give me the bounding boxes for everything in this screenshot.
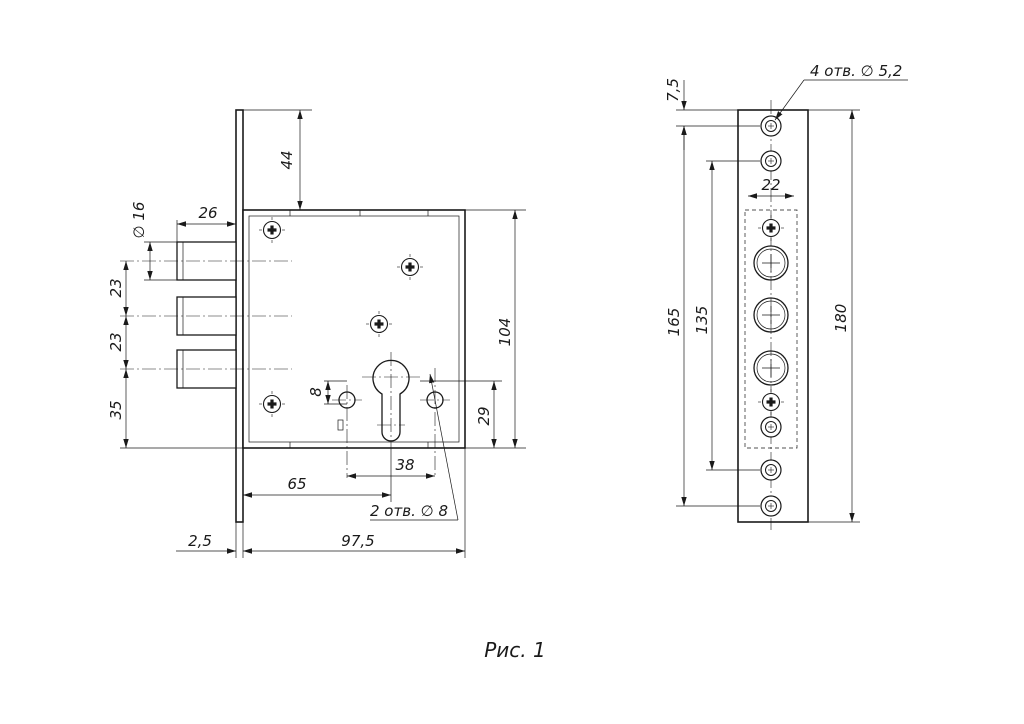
front-view: 44 104 29 8 38 65 2 отв. ∅ 8 97,5 2,	[107, 109, 526, 558]
mount-hole-1-icon	[760, 115, 782, 137]
mount-hole-5-icon	[760, 495, 782, 517]
dim-29: 29	[475, 406, 493, 425]
dim-23-upper: 23	[107, 278, 125, 297]
mount-hole-2-icon	[760, 150, 782, 172]
dim-165: 165	[665, 308, 683, 337]
dim-65: 65	[287, 475, 306, 493]
strike-plate	[737, 109, 809, 523]
small-slot	[337, 419, 344, 431]
dim-104: 104	[496, 318, 514, 347]
dim-135: 135	[693, 306, 711, 335]
lock-body	[242, 209, 466, 449]
dim-44: 44	[278, 150, 296, 169]
dim-23-lower: 23	[107, 332, 125, 351]
dim-7-5: 7,5	[664, 78, 682, 102]
figure-caption: Рис. 1	[484, 638, 546, 662]
dim-2-5: 2,5	[188, 532, 212, 550]
mount-holes-note: 4 отв. ∅ 5,2	[810, 62, 902, 80]
bolt-top	[176, 241, 237, 281]
mount-hole-4-icon	[760, 459, 782, 481]
mount-hole-3-icon	[760, 416, 782, 438]
dim-dia-16: ∅ 16	[130, 202, 148, 239]
bolt-bottom	[176, 349, 237, 389]
dim-22: 22	[761, 176, 780, 194]
bolt-opening-2	[753, 297, 789, 333]
bolt-opening-1	[753, 245, 789, 281]
bolt-opening-3	[753, 350, 789, 386]
dim-97-5: 97,5	[341, 532, 374, 550]
side-view: 7,5 4 отв. ∅ 5,2 22 165 135 180	[664, 62, 908, 530]
dim-26: 26	[198, 204, 217, 222]
bolt-middle	[176, 296, 237, 336]
dim-35: 35	[107, 400, 125, 419]
dim-180: 180	[832, 304, 850, 333]
lock-body-inner	[248, 215, 460, 443]
dim-8: 8	[307, 387, 325, 397]
dim-38: 38	[395, 456, 414, 474]
holes-note-front: 2 отв. ∅ 8	[370, 502, 448, 520]
